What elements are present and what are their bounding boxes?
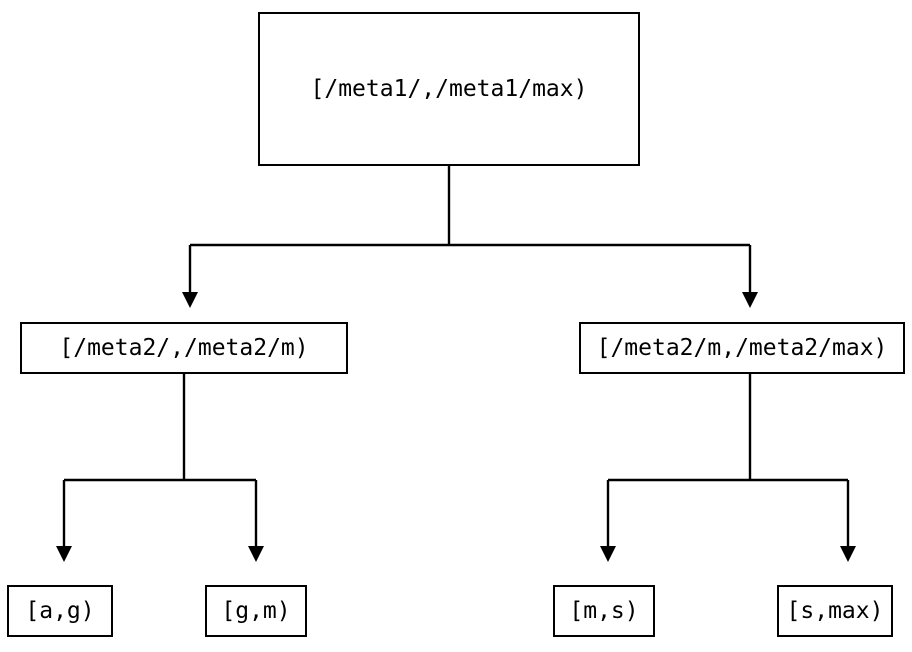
arrowhead-leaf-g-m: [248, 546, 264, 562]
tree-node-leaf-s-max-label: [s,max): [786, 597, 884, 624]
edge-group-mid-right: [600, 374, 856, 562]
tree-node-root-label: [/meta1/,/meta1/max): [310, 75, 588, 102]
arrowhead-leaf-a-g: [56, 546, 72, 562]
tree-node-leaf-m-s-label: [m,s): [569, 597, 639, 624]
tree-node-root[interactable]: [/meta1/,/meta1/max): [258, 12, 640, 166]
tree-node-leaf-g-m-label: [g,m): [221, 597, 291, 624]
edge-group-root: [182, 166, 758, 308]
tree-node-mid-right-label: [/meta2/m,/meta2/max): [596, 334, 888, 361]
tree-node-mid-left[interactable]: [/meta2/,/meta2/m): [20, 322, 348, 374]
tree-node-leaf-m-s[interactable]: [m,s): [553, 585, 655, 637]
tree-node-mid-right[interactable]: [/meta2/m,/meta2/max): [579, 322, 905, 374]
tree-node-mid-left-label: [/meta2/,/meta2/m): [59, 334, 309, 361]
arrowhead-leaf-s-max: [840, 546, 856, 562]
arrowhead-mid-left: [182, 292, 198, 308]
tree-node-leaf-g-m[interactable]: [g,m): [205, 585, 307, 637]
arrowhead-leaf-m-s: [600, 546, 616, 562]
tree-node-leaf-s-max[interactable]: [s,max): [777, 585, 893, 637]
tree-node-leaf-a-g[interactable]: [a,g): [7, 585, 113, 637]
tree-node-leaf-a-g-label: [a,g): [25, 597, 95, 624]
arrowhead-mid-right: [742, 292, 758, 308]
edge-group-mid-left: [56, 374, 264, 562]
